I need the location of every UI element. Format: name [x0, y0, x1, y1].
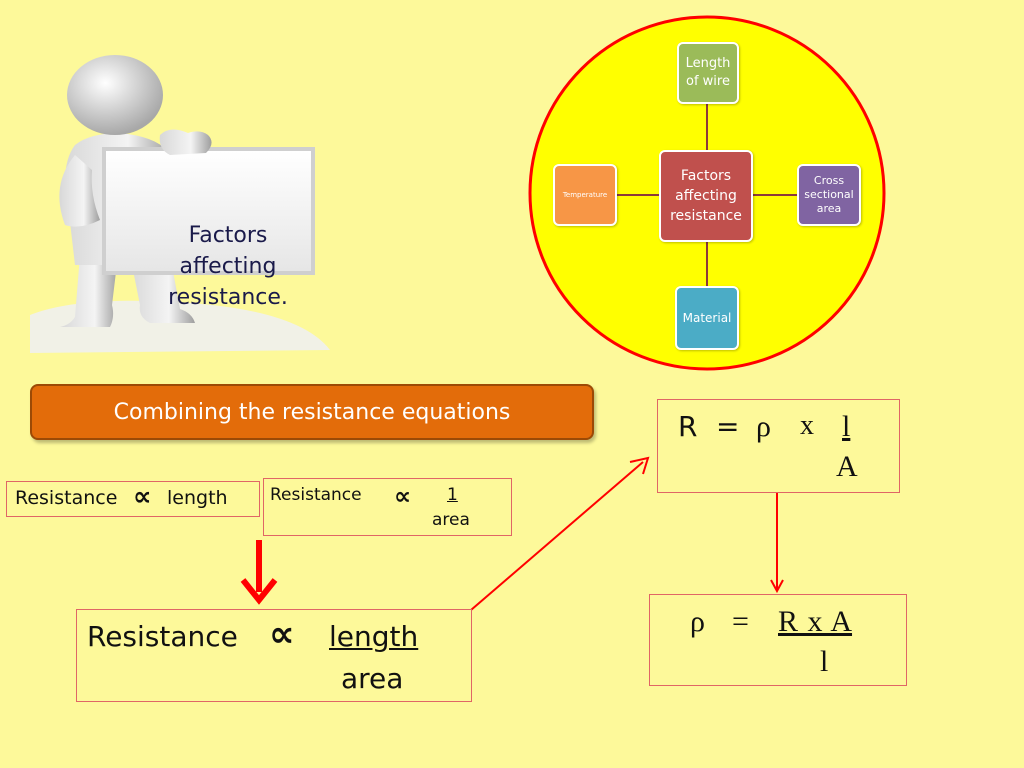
proportional-icon: ∝	[394, 482, 412, 510]
sign-text: Factors affecting resistance.	[128, 220, 328, 313]
sign-line-2: affecting	[179, 254, 277, 279]
eq4-equals: =	[716, 410, 740, 443]
eq1-rhs: length	[167, 487, 228, 509]
banner-text: Combining the resistance equations	[113, 399, 511, 425]
node-right-line-2: sectional	[804, 188, 854, 201]
eq4-r: R	[678, 410, 698, 443]
node-top-line-1: Length	[685, 56, 731, 71]
proportional-icon: ∝	[133, 482, 152, 512]
node-length-of-wire: Length of wire	[677, 42, 739, 104]
eq3-denominator: area	[341, 662, 404, 695]
sign-line-3: resistance.	[168, 285, 288, 310]
node-right-line-1: Cross	[813, 174, 845, 187]
node-center-line-1: Factors	[680, 168, 732, 184]
node-right-line-3: area	[816, 202, 842, 215]
eq4-rho: ρ	[756, 410, 771, 443]
node-bottom-label: Material	[682, 311, 732, 325]
eq4-denominator: A	[836, 450, 858, 483]
node-center-line-3: resistance	[670, 208, 742, 224]
node-top-line-2: of wire	[686, 74, 730, 89]
eq1-lhs: Resistance	[15, 487, 118, 509]
mind-map: Factors affecting resistance Length of w…	[527, 14, 887, 372]
eq3-numerator: length	[329, 620, 419, 653]
node-center: Factors affecting resistance	[659, 150, 753, 242]
eq5-rho: ρ	[690, 605, 705, 638]
equation-resistance-inverse-area: Resistance ∝ 1 area	[263, 478, 512, 536]
eq3-lhs: Resistance	[87, 620, 238, 653]
equation-resistance-formula: R = ρ x l A	[657, 399, 900, 493]
node-material: Material	[675, 286, 739, 350]
eq5-equals: =	[732, 605, 749, 638]
eq4-numerator: l	[842, 410, 851, 443]
node-center-line-2: affecting	[675, 188, 737, 204]
eq4-times: x	[800, 410, 814, 441]
figure-holding-sign: Factors affecting resistance.	[20, 55, 340, 360]
proportional-icon: ∝	[269, 614, 295, 655]
node-cross-sectional-area: Cross sectional area	[797, 164, 861, 226]
vertical-arrow-icon	[770, 493, 784, 594]
down-arrow-icon	[240, 540, 278, 605]
eq2-lhs: Resistance	[270, 485, 362, 505]
combining-banner: Combining the resistance equations	[30, 384, 594, 440]
eq2-numerator: 1	[447, 485, 458, 505]
figure-illustration	[30, 55, 330, 353]
eq5-numerator: R x A	[778, 605, 853, 638]
node-temperature: Temperature	[553, 164, 617, 226]
equation-resistance-length: Resistance ∝ length	[6, 481, 260, 517]
eq5-denominator: l	[820, 645, 829, 678]
equation-combined: Resistance ∝ length area	[76, 609, 472, 702]
equation-resistivity-formula: ρ = R x A l	[649, 594, 907, 686]
eq2-denominator: area	[432, 510, 470, 530]
sign-line-1: Factors	[188, 223, 268, 248]
diagonal-arrow-icon	[470, 456, 650, 611]
node-left-label: Temperature	[562, 191, 608, 199]
